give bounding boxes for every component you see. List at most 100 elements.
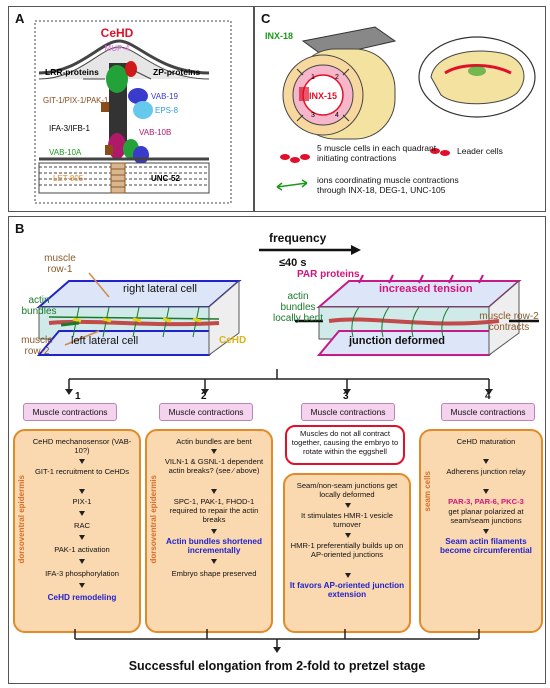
column-1-arrow-3 xyxy=(79,511,85,516)
column-1-arrow-6 xyxy=(79,583,85,588)
quadrant-1: 1 xyxy=(311,74,315,81)
embryo-diagram: 1 2 3 4 INX-18 INX-15 xyxy=(265,26,536,191)
column-1-step-2: GIT-1 recruitment to CeHDs xyxy=(34,467,130,476)
column-1-step-5: PAK-1 activation xyxy=(54,545,110,554)
frequency-arrow xyxy=(259,245,361,255)
vab10a-label: VAB-10A xyxy=(49,148,82,157)
column-2-box: dorsoventral epidermis Actin bundles are… xyxy=(145,429,273,633)
eps8-label: EPS-8 xyxy=(155,106,179,115)
muscle-row1-label: muscle row-1 xyxy=(44,253,76,275)
block-side xyxy=(208,279,240,356)
quadrant-2: 2 xyxy=(335,74,339,81)
column-2-arrow-4 xyxy=(211,559,217,564)
legend-leader-cells-icon xyxy=(430,148,450,156)
panel-a: A CeHD MUP-4 LRR-proteins ZP-proteins GI… xyxy=(8,6,254,212)
lrr-label: LRR-proteins xyxy=(45,67,99,77)
column-3-box: Seam/non-seam junctions get locally defo… xyxy=(283,473,411,633)
column-4-step-2: Adherens junction relay xyxy=(446,467,526,476)
embryo-top-view xyxy=(430,50,525,105)
legend-ion-arrowheads xyxy=(276,179,308,191)
left-epidermis-block xyxy=(36,272,242,356)
seam-line xyxy=(444,64,512,75)
column-4-arrow-2 xyxy=(483,489,489,494)
converge-connector xyxy=(74,629,480,653)
column-3-arrow-2 xyxy=(345,533,351,538)
column-2-step-1: Actin bundles are bent xyxy=(176,437,252,446)
legend-muscle-cells-text: 5 muscle cells in each quadrant initiati… xyxy=(317,143,437,163)
column-1-number: 1 xyxy=(75,391,81,402)
left-lateral-cell-label: left lateral cell xyxy=(71,335,139,347)
column-1-side-label: dorsoventral epidermis xyxy=(17,475,26,564)
column-2-arrow-3 xyxy=(211,529,217,534)
cehd-title: CeHD xyxy=(101,26,134,40)
panel-c-label: C xyxy=(261,11,271,26)
panel-a-label: A xyxy=(15,11,25,26)
lrr-protein-shape xyxy=(106,65,128,93)
zp-label: ZP-proteins xyxy=(153,67,200,77)
right-epidermis-block xyxy=(295,274,539,356)
column-1-arrow-4 xyxy=(79,535,85,540)
column-3-number: 3 xyxy=(343,391,349,402)
unc52-label: UNC-52 xyxy=(151,174,180,183)
legend-ion-text: ions coordinating muscle contractions th… xyxy=(317,175,459,195)
quadrant-4: 4 xyxy=(335,112,339,119)
column-2-final: Embryo shape preserved xyxy=(171,569,257,578)
column-4-step-1: CeHD maturation xyxy=(456,437,516,446)
vab19-label: VAB-19 xyxy=(151,92,179,101)
footer-conclusion: Successful elongation from 2-fold to pre… xyxy=(128,659,426,673)
unc52-shape xyxy=(133,146,149,164)
column-3-step-3: HMR-1 preferentially builds up on AP-ori… xyxy=(290,541,404,559)
column-4-par-rest: get planar polarized at seam/seam juncti… xyxy=(448,507,524,525)
muscle-cell-group xyxy=(299,87,309,101)
inx15-label: INX-15 xyxy=(309,91,337,101)
column-2-step-3: SPC-1, PAK-1, FHOD-1 required to repair … xyxy=(169,497,259,524)
panel-b-label: B xyxy=(15,221,25,236)
column-2-step-2: VILN-1 & GSNL-1 dependent actin breaks? … xyxy=(164,457,264,475)
column-4-result: Seam actin filaments become circumferent… xyxy=(440,537,532,555)
panel-b: B frequency ≤40 s right lateral cell lef… xyxy=(8,216,546,684)
bent-actin-bundles xyxy=(351,306,450,338)
par-protein-marks xyxy=(358,274,484,284)
let805-label: LET-805 xyxy=(53,174,84,183)
column-4-header: Muscle contractions xyxy=(441,403,535,421)
contracting-row xyxy=(328,317,500,326)
column-4-arrow-3 xyxy=(483,529,489,534)
actin-bundles-pointer xyxy=(60,321,80,327)
actin-bundles-label: actin bundles xyxy=(21,295,57,317)
ifa-label: IFA-3/IFB-1 xyxy=(49,124,90,133)
column-1-arrow-5 xyxy=(79,559,85,564)
vab10b-label: VAB-10B xyxy=(139,128,171,137)
legend-muscle-cells-icon xyxy=(280,154,310,163)
column-4-box: seam cells CeHD maturation Adherens junc… xyxy=(419,429,543,633)
right-block-side xyxy=(488,279,520,356)
column-2-number: 2 xyxy=(201,391,207,402)
cell-boundary xyxy=(34,20,232,204)
branch-connector xyxy=(65,369,493,395)
column-4-par-text: PAR-3, PAR-6, PKC-3 xyxy=(448,497,524,506)
quadrant-markers xyxy=(296,68,350,122)
column-4-side-label: seam cells xyxy=(423,471,432,512)
muscle-row2-pointer xyxy=(64,330,100,346)
let805-column xyxy=(110,162,126,194)
frequency-label: frequency xyxy=(269,231,327,245)
increased-tension-label: increased tension xyxy=(379,283,473,295)
inx18-label: INX-18 xyxy=(265,31,293,41)
column-3-result: It favors AP-oriented junction extension xyxy=(289,581,405,599)
column-1-arrow-1 xyxy=(79,459,85,464)
eps8-shape xyxy=(133,101,153,119)
muscle-row2-label: muscle row-2 xyxy=(21,335,53,357)
mup4-label: MUP-4 xyxy=(105,44,130,53)
column-3-step-2: It stimulates HMR-1 vesicle turnover xyxy=(301,511,393,529)
column-4-number: 4 xyxy=(485,391,491,402)
par-proteins-label: PAR proteins xyxy=(297,269,360,280)
muscle-row2-contracts-label: muscle row-2 contracts xyxy=(479,311,539,333)
git-label: GIT-1/PIX-1/PAK-1 xyxy=(43,96,108,105)
column-1-step-6: IFA-3 phosphorylation xyxy=(45,569,119,578)
actin-bent-label: actin bundles locally bent xyxy=(272,291,324,324)
muscle-row1-pointer xyxy=(88,272,110,298)
cehd-label: CeHD xyxy=(219,335,247,346)
legend-leader-cells-text: Leader cells xyxy=(457,146,503,156)
cehd-markers xyxy=(72,317,202,323)
zp-protein-shape xyxy=(125,61,137,77)
column-3-callout: Muscles do not all contract together, ca… xyxy=(285,425,405,465)
